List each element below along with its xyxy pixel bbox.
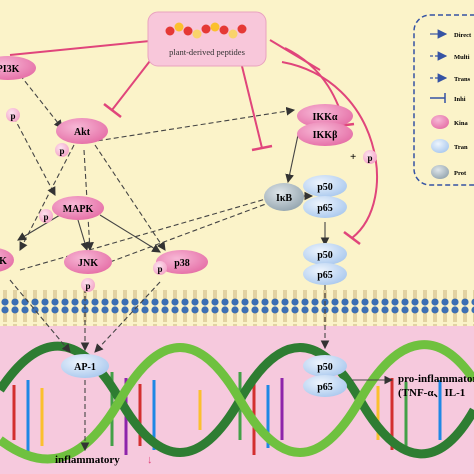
legend-item-2: Trans [430,73,471,83]
kinase-mapk: MAPK [52,196,104,220]
legend-symbol [431,139,449,153]
legend-label: Kina [454,120,468,127]
output-label-1: pro-inflammatory [398,373,474,385]
ikkb-label: IKKβ [313,130,338,141]
kinase-akt: Akt [56,118,108,144]
phospho-badge: p [39,209,53,223]
legend-symbol [430,93,446,103]
cell-membrane [0,290,474,326]
svg-text:p: p [59,146,64,156]
svg-text:p65: p65 [317,203,333,214]
phospho-badge: p [55,143,69,157]
nfkb-cytoplasm: p50 p65 [303,243,347,285]
ikb-complex: IκB p50 p65 [264,175,347,218]
legend-label: Trans [454,76,471,83]
kinase-p38: p38 [156,250,208,274]
plus-phospho: + p [350,150,377,164]
legend-item-6: Prot [431,165,467,179]
output-label-bottom: inflammatory [55,454,120,466]
peptide-chain-icon [165,22,247,39]
jnk-label: JNK [78,258,98,269]
legend-item-3: Inhi [430,93,466,103]
legend-item-4: Kina [431,115,468,129]
svg-text:p: p [85,281,90,291]
kinase-jnk: JNK [64,250,112,274]
legend-symbol [431,165,449,179]
svg-text:p50: p50 [317,182,333,193]
phospho-badge: p [6,108,20,122]
kinase-ikk: IKKα IKKβ [297,104,353,146]
legend-item-5: Tran [431,139,468,153]
ikka-label: IKKα [312,112,337,123]
legend-label: Multi [454,54,470,61]
svg-text:p: p [157,264,162,274]
legend-label: Tran [454,144,468,151]
legend-item-1: Multi [430,51,470,61]
akt-label: Akt [74,127,91,138]
legend-label: Inhi [454,96,466,103]
svg-text:p50: p50 [317,250,333,261]
ikb-label: IκB [276,193,292,204]
svg-text:p65: p65 [317,270,333,281]
legend-label: Prot [454,170,467,177]
nfkb-nucleus: p50 p65 [303,355,347,397]
p38-label: p38 [174,258,190,269]
svg-text:p: p [10,111,15,121]
kinase-pi3k: PI3K [0,56,36,80]
ap1-factor: AP-1 [61,354,109,378]
peptide-source: plant-derived peptides [147,11,267,67]
erk-label: K [0,256,7,267]
legend-symbol [431,115,449,129]
ap1-label: AP-1 [74,362,96,373]
svg-text:p50: p50 [317,362,333,373]
mapk-label: MAPK [63,204,94,215]
legend-label: Direct [454,32,472,39]
down-arrow-icon: ↓ [147,454,153,466]
phospho-badge: p [81,278,95,292]
pi3k-label: PI3K [0,64,20,75]
legend-item-0: Direct [430,29,472,39]
pathway-connections [9,39,394,452]
svg-text:p: p [367,153,372,163]
svg-text:p: p [43,212,48,222]
kinase-erk: K [0,248,14,272]
svg-text:p65: p65 [317,382,333,393]
svg-text:+: + [350,151,356,163]
output-label-2: (TNF-α、IL-1 [398,387,465,399]
phospho-badge: p [153,261,167,275]
peptide-label: plant-derived peptides [169,47,245,57]
